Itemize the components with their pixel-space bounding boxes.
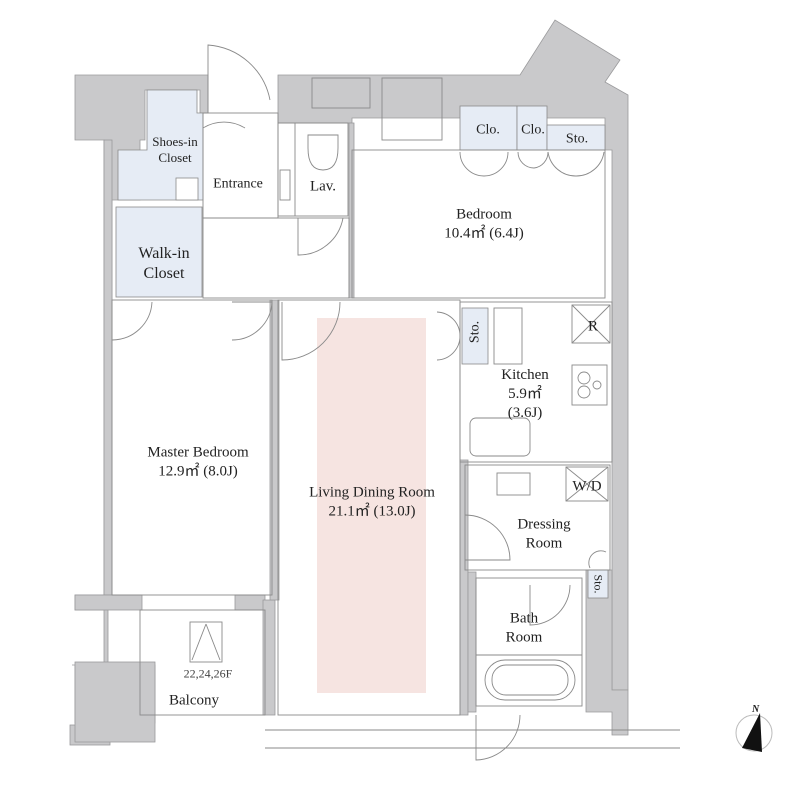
structural-walls [69,19,629,746]
door-swings [111,44,607,761]
label-shoes-closet: Shoes-in Closet [152,133,198,165]
label-closet-2: Clo. [521,122,545,138]
label-washer-dryer: W/D [572,478,602,495]
label-storage-bedroom: Sto. [565,131,589,147]
label-bath-room: Bath Room [505,610,543,645]
label-lav: Lav. [309,178,337,195]
label-entrance: Entrance [213,176,263,192]
compass: N [734,704,774,754]
label-storage-kitchen: Sto. [467,320,483,344]
label-balcony: Balcony [169,692,219,709]
label-storage-dressing: Sto. [591,574,606,594]
north-label: N [752,704,760,715]
label-walk-in-closet: Walk-in Closet [138,245,190,282]
label-master-bedroom: Master Bedroom 12.9㎡ (8.0J) [147,444,249,479]
label-closet-1: Clo. [476,122,500,138]
label-refrigerator: R [587,318,599,335]
label-balcony-floors: 22,24,26F [183,666,233,681]
label-bedroom: Bedroom 10.4㎡ (6.4J) [444,206,524,241]
label-kitchen: Kitchen 5.9㎡ (3.6J) [501,366,549,421]
ldr-highlight [317,318,426,693]
north-compass [735,713,773,752]
room-outlines [111,77,680,749]
label-living-dining-room: Living Dining Room 21.1㎡ (13.0J) [309,484,435,519]
label-dressing-room: Dressing Room [517,516,571,551]
